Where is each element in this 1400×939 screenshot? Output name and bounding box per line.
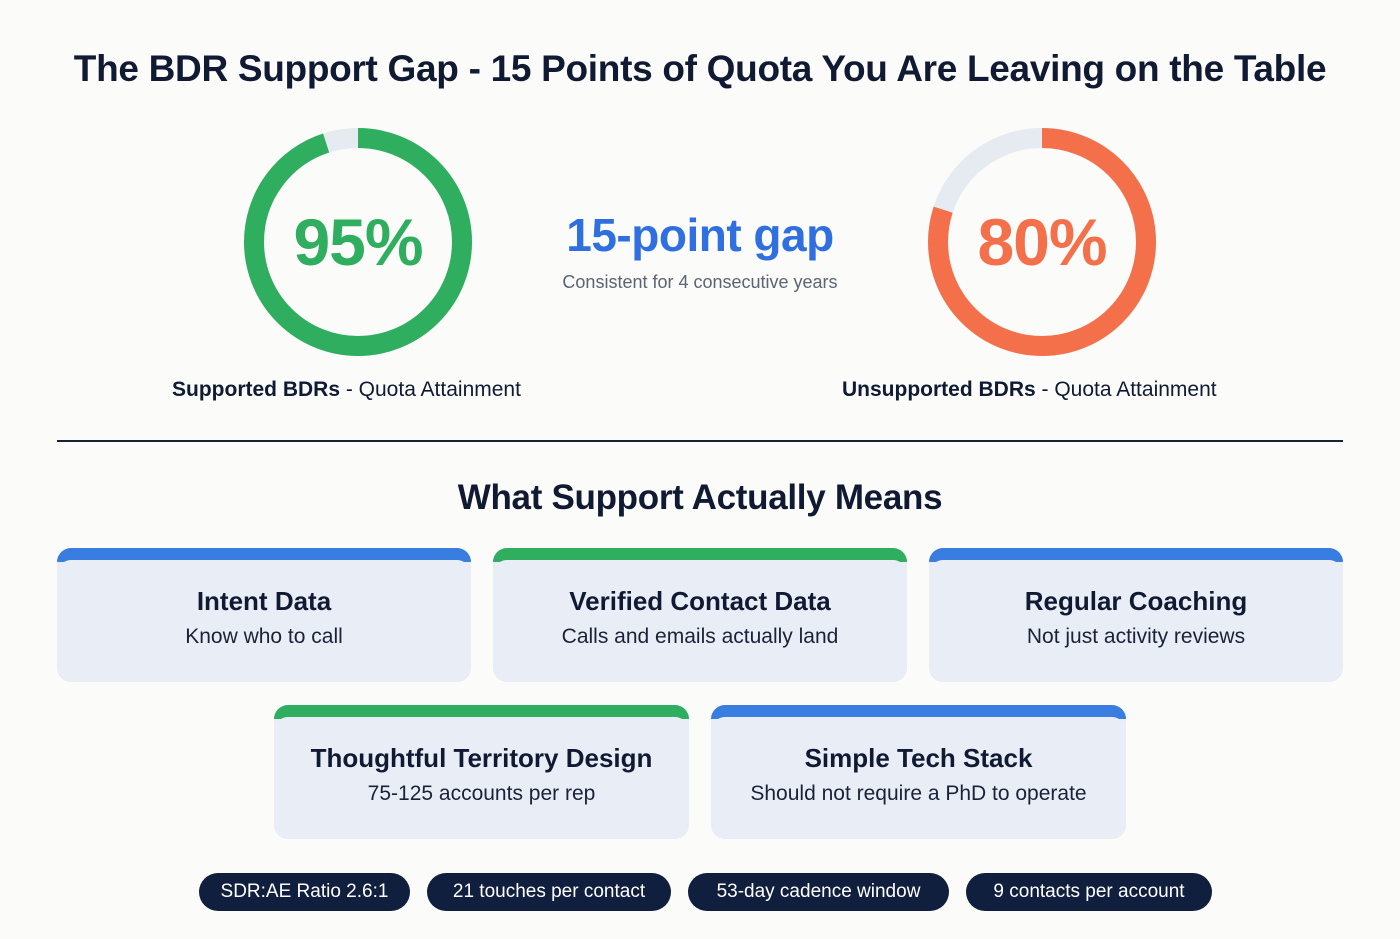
unsupported-donut-chart: 80% — [927, 127, 1157, 357]
card-title: Simple Tech Stack — [804, 742, 1033, 773]
page-title: The BDR Support Gap - 15 Points of Quota… — [73, 48, 1327, 89]
card-description: Not just activity reviews — [1026, 624, 1246, 648]
supported-label-rest: - Quota Attainment — [340, 378, 521, 401]
supported-percentage: 95% — [293, 205, 423, 279]
unsupported-label: Unsupported BDRs - Quota Attainment — [842, 378, 1217, 402]
card-title: Regular Coaching — [1024, 585, 1248, 616]
card-simple-tech-stack: Simple Tech Stack Should not require a P… — [711, 705, 1126, 839]
card-title: Intent Data — [196, 585, 332, 616]
card-accent-bar — [57, 548, 471, 562]
card-verified-contact-data: Verified Contact Data Calls and emails a… — [493, 548, 907, 682]
card-intent-data: Intent Data Know who to call — [57, 548, 471, 682]
stat-pill-touches: 21 touches per contact — [427, 873, 671, 911]
gap-headline: 15-point gap — [566, 209, 834, 261]
card-accent-bar — [711, 705, 1126, 719]
card-territory-design: Thoughtful Territory Design 75-125 accou… — [274, 705, 689, 839]
card-description: Know who to call — [185, 624, 343, 648]
card-description: Should not require a PhD to operate — [750, 781, 1087, 805]
card-regular-coaching: Regular Coaching Not just activity revie… — [929, 548, 1343, 682]
stat-pill-sdr-ae-ratio: SDR:AE Ratio 2.6:1 — [199, 873, 410, 911]
card-accent-bar — [929, 548, 1343, 562]
donut-ring — [244, 128, 472, 356]
stat-pill-contacts: 9 contacts per account — [966, 873, 1212, 911]
card-title: Thoughtful Territory Design — [310, 742, 653, 773]
unsupported-label-rest: - Quota Attainment — [1035, 378, 1217, 401]
supported-label-bold: Supported BDRs — [172, 378, 340, 401]
supported-donut-chart: 95% — [243, 127, 473, 357]
card-description: 75-125 accounts per rep — [367, 781, 596, 805]
section-title: What Support Actually Means — [457, 478, 943, 517]
section-divider — [57, 440, 1343, 442]
donut-ring — [928, 128, 1156, 356]
gap-callout: 15-point gap Consistent for 4 consecutiv… — [500, 208, 900, 293]
unsupported-percentage: 80% — [977, 205, 1107, 279]
card-description: Calls and emails actually land — [561, 624, 839, 648]
card-accent-bar — [274, 705, 689, 719]
unsupported-label-bold: Unsupported BDRs — [842, 378, 1036, 401]
stat-pill-cadence: 53-day cadence window — [688, 873, 949, 911]
card-title: Verified Contact Data — [569, 585, 831, 616]
gap-subtext: Consistent for 4 consecutive years — [562, 272, 838, 292]
supported-label: Supported BDRs - Quota Attainment — [172, 378, 521, 402]
card-accent-bar — [493, 548, 907, 562]
